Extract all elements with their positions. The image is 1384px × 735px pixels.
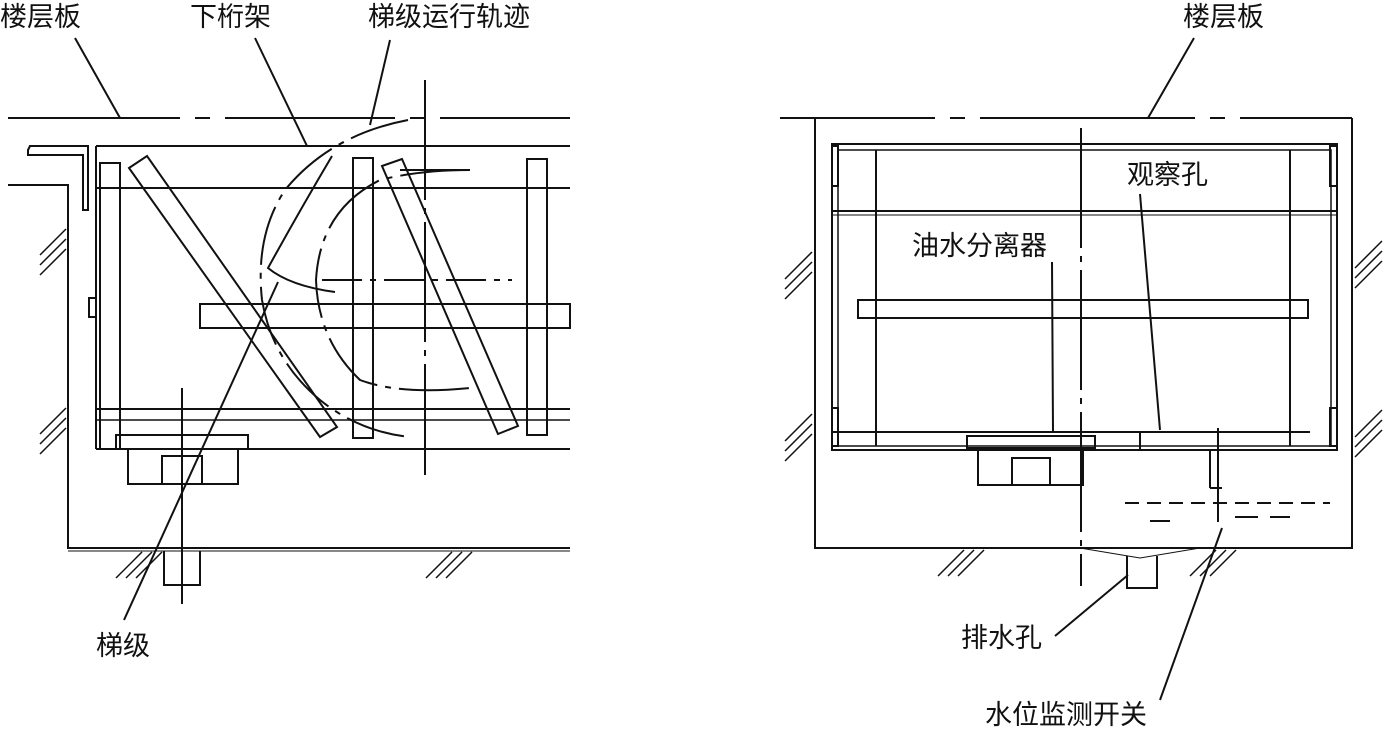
label-floor-slab-left: 楼层板 [0,2,81,33]
label-drain-hole: 排水孔 [961,623,1042,654]
label-oil-water-separator: 油水分离器 [912,231,1047,262]
left-pit-profile [8,185,570,548]
right-drain-unit [967,436,1157,588]
label-water-level-switch: 水位监测开关 [985,700,1147,731]
left-truss-ledge [28,146,88,210]
label-inspection-hole: 观察孔 [1127,160,1208,191]
steps [127,154,520,439]
left-ground-hatch [40,229,472,578]
right-ground-hatch [785,241,1382,576]
label-step-track: 梯级运行轨迹 [368,2,530,33]
left-view [8,38,570,620]
label-floor-slab-right: 楼层板 [1183,2,1264,33]
label-step: 梯级 [96,631,150,662]
label-lower-truss: 下桁架 [190,2,271,33]
left-drain-block [128,449,238,585]
right-view [780,38,1382,700]
water-level-switch-mark [1125,428,1330,522]
right-pit-outline [815,118,1352,548]
right-truss [832,144,1337,450]
step-track [261,120,512,437]
lower-truss [89,146,570,449]
